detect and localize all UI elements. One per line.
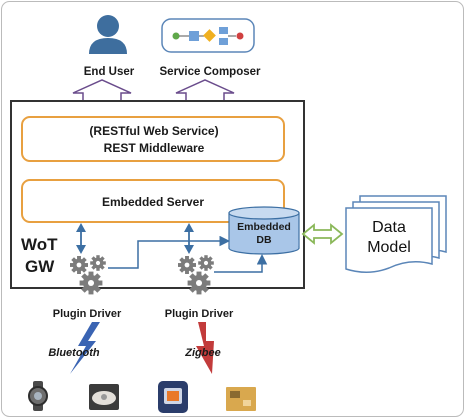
data-model-label-line2: Model (367, 239, 411, 256)
wot-label-line1: WoT (21, 235, 58, 254)
workflow-diagram-icon (162, 19, 254, 52)
plugin-driver-left-label: Plugin Driver (53, 308, 122, 320)
db-label-line2: DB (256, 234, 272, 246)
middleware-title-line1: (RESTful Web Service) (89, 124, 218, 138)
wot-label-line2: GW (25, 257, 55, 276)
sensor-tag-device-photo (89, 384, 119, 410)
middleware-title-line2: REST Middleware (104, 141, 205, 155)
smartwatch-device-photo (158, 381, 188, 413)
data-model-label-line1: Data (372, 219, 406, 236)
service-composer-label: Service Composer (160, 66, 262, 78)
db-label-line1: Embedded (237, 221, 291, 233)
end-user-label: End User (84, 66, 135, 78)
zigbee-label: Zigbee (184, 347, 220, 359)
sensor-board-device-photo (226, 387, 256, 411)
embedded-server-label: Embedded Server (102, 195, 204, 209)
plugin-driver-right-label: Plugin Driver (165, 308, 234, 320)
bluetooth-label: Bluetooth (48, 347, 100, 359)
